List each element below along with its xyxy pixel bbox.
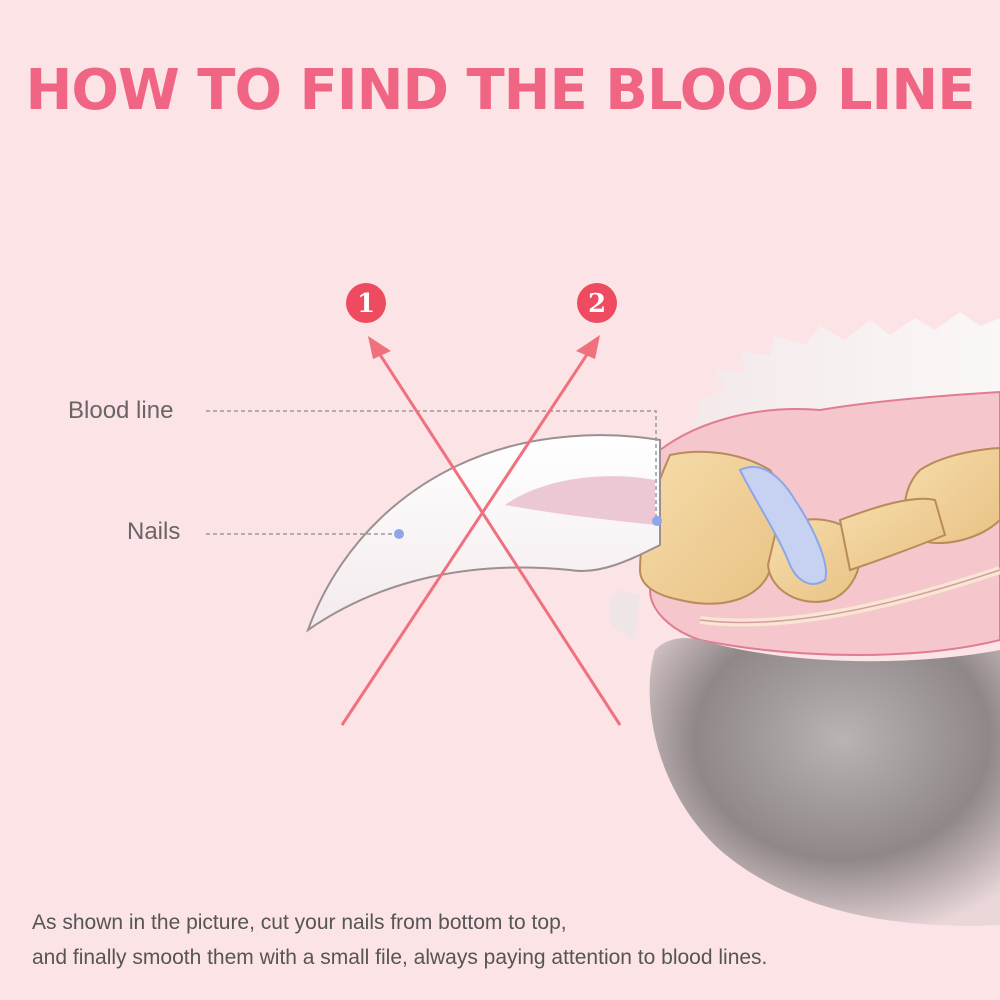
step-number-2: 2 <box>588 289 606 319</box>
instruction-caption: As shown in the picture, cut your nails … <box>32 905 982 975</box>
step-number-1: 1 <box>357 289 375 319</box>
nail <box>308 435 660 630</box>
cut-arrowhead-1 <box>368 336 391 359</box>
nails-label: Nails <box>127 518 180 546</box>
blood-line-dot <box>652 516 662 526</box>
paw-pad <box>650 638 1000 926</box>
caption-line-2: and finally smooth them with a small fil… <box>32 940 982 975</box>
fur-lower <box>610 590 640 640</box>
blood-line-label: Blood line <box>68 397 173 425</box>
cut-arrowhead-2 <box>576 335 600 359</box>
caption-line-1: As shown in the picture, cut your nails … <box>32 905 982 940</box>
nails-dot <box>394 529 404 539</box>
